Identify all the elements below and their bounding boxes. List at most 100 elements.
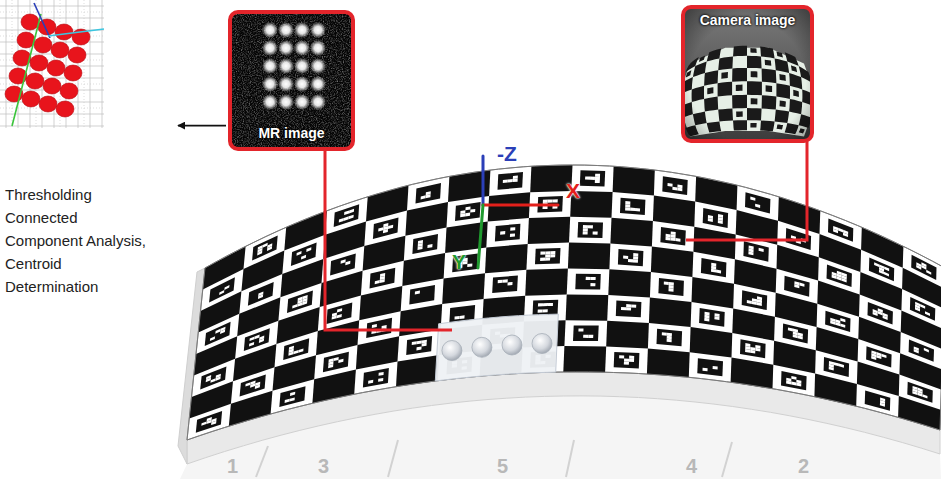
marker-bit	[791, 376, 796, 380]
marker	[701, 258, 727, 277]
marker-bit	[799, 283, 804, 287]
marker-bit	[625, 201, 630, 205]
checker-cell	[608, 269, 651, 297]
marker-bit	[595, 177, 600, 180]
marker	[406, 336, 432, 355]
marker-bit	[263, 243, 268, 248]
marker-bit	[250, 337, 255, 342]
checker-cell	[563, 346, 606, 372]
marker-bit	[545, 257, 550, 260]
marker-bit	[332, 315, 337, 319]
inset-caption: Thresholding Connected Component Analysi…	[5, 183, 153, 298]
checker-cell	[568, 243, 611, 270]
checker-cell	[229, 391, 273, 427]
marker-bit	[747, 300, 752, 304]
marker-bit	[840, 324, 845, 328]
checker-cell	[817, 281, 859, 317]
marker-bit	[417, 341, 422, 345]
marker-bit	[513, 179, 518, 183]
marker-bit	[416, 347, 421, 351]
marker-bit	[460, 213, 465, 217]
checker-cell	[695, 176, 737, 210]
marker	[363, 368, 389, 388]
marker-bit	[839, 364, 844, 368]
checker-cell	[323, 222, 366, 259]
marker-bit	[538, 309, 543, 312]
marker-bit	[545, 254, 550, 257]
marker-bit	[842, 278, 847, 283]
marker-bit	[426, 194, 431, 198]
marker-bit	[633, 259, 638, 262]
marker-bit	[337, 314, 342, 318]
marker-bit	[874, 262, 879, 267]
segment-number: 4	[686, 455, 697, 477]
marker-bit	[745, 349, 750, 353]
axis-label: X	[566, 179, 580, 202]
marker	[575, 274, 601, 290]
marker-bit	[796, 383, 801, 387]
checker-cell	[734, 259, 777, 293]
board-outline	[187, 165, 941, 440]
marker-bit	[498, 280, 503, 284]
marker-bit	[500, 231, 505, 235]
marker-bit	[301, 255, 306, 260]
marker-bit	[375, 280, 380, 284]
marker	[620, 198, 645, 215]
mr-image-picture	[230, 12, 353, 149]
marker-bit	[219, 290, 224, 295]
marker	[370, 268, 396, 289]
marker-bit	[306, 247, 311, 252]
marker-bit	[215, 376, 220, 381]
marker-bit	[383, 229, 388, 233]
marker-bit	[267, 246, 272, 251]
checker-cell	[237, 297, 280, 336]
checker-cell	[692, 277, 735, 309]
marker-bit	[630, 208, 635, 212]
checker-cell	[363, 236, 406, 271]
marker-bit	[926, 270, 931, 275]
marker-bit	[595, 180, 600, 183]
marker-bit	[837, 276, 842, 280]
marker-bit	[508, 179, 513, 183]
marker-bit	[254, 335, 259, 340]
marker-bit	[372, 324, 377, 328]
checker-cell	[858, 317, 900, 353]
marker-bit	[914, 349, 919, 354]
marker-bit	[297, 251, 302, 256]
marker	[412, 234, 438, 254]
marker-bit	[591, 277, 596, 280]
marker-bit	[880, 403, 885, 407]
marker-bit	[418, 246, 423, 250]
marker-bit	[883, 315, 888, 320]
marker-bit	[538, 303, 543, 306]
marker-bit	[467, 263, 472, 267]
marker-bit	[249, 342, 254, 347]
marker-bit	[211, 421, 216, 425]
marker-bit	[829, 367, 834, 371]
checker-cell	[690, 327, 733, 358]
marker-bit	[631, 304, 636, 307]
marker-bit	[548, 199, 553, 202]
segment-number: 1	[227, 455, 238, 477]
marker-bit	[633, 253, 638, 257]
marker-bit	[388, 225, 393, 229]
marker-bit	[748, 251, 753, 255]
checker-cell	[777, 245, 819, 281]
marker-bit	[666, 234, 671, 238]
marker-bit	[667, 333, 672, 337]
marker	[244, 328, 270, 351]
marker	[578, 222, 604, 238]
thresholding-inset-graphic	[0, 0, 104, 128]
marker-bit	[840, 318, 845, 322]
checker-cell	[693, 227, 735, 260]
marker-bit	[341, 259, 346, 263]
checker-cell	[647, 349, 690, 378]
segment-number: 5	[497, 455, 508, 477]
checker-cell	[773, 341, 816, 374]
camera-image-box: Camera image	[681, 5, 814, 143]
marker-bit	[670, 237, 675, 241]
marker-bit	[664, 282, 669, 286]
checker-cell	[276, 307, 319, 344]
marker-bit	[257, 251, 262, 256]
